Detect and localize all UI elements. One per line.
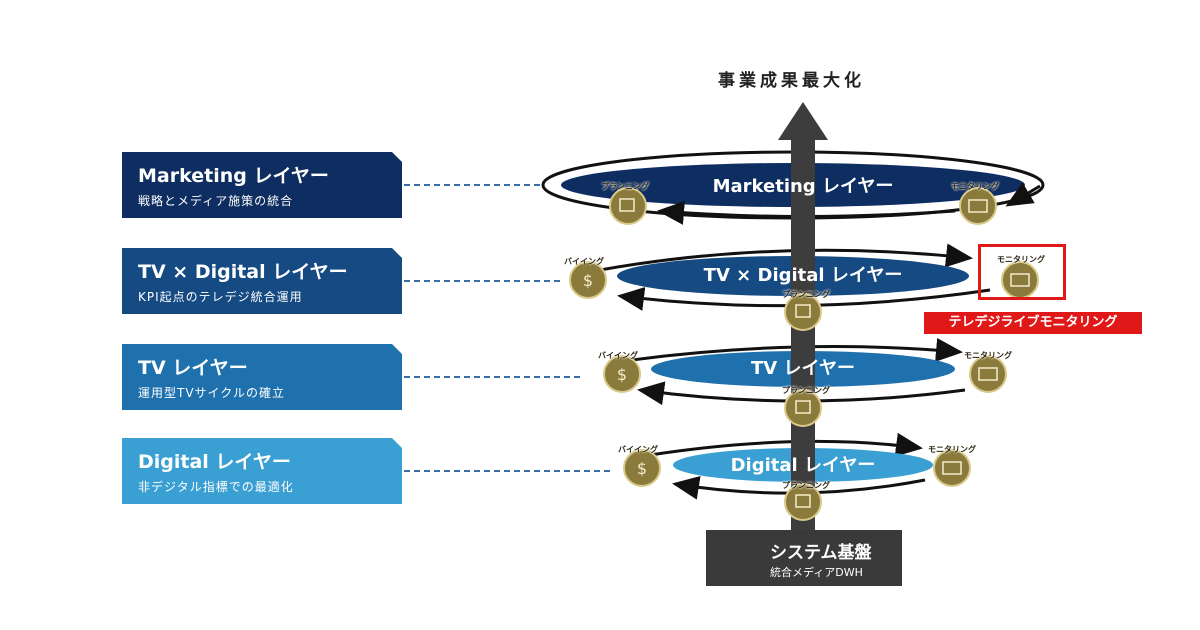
buying-coin	[623, 449, 661, 487]
buying-coin	[603, 355, 641, 393]
buying-coin	[569, 261, 607, 299]
layer-title: Digital レイヤー	[138, 451, 291, 473]
layer-title: TV × Digital レイヤー	[138, 261, 348, 283]
coin-caption-planning: プランニング	[782, 290, 830, 299]
layer-box-tv: TV レイヤー 運用型TVサイクルの確立	[122, 344, 402, 410]
coin-caption-planning: プランニング	[601, 182, 649, 191]
coin-caption-buying: バイイング	[564, 257, 604, 266]
central-arrow-head	[778, 102, 828, 140]
monitoring-coin	[933, 449, 971, 487]
disc-label-digital: Digital レイヤー	[730, 455, 876, 476]
central-arrow-shaft	[791, 138, 815, 534]
layer-box-digital: Digital レイヤー 非デジタル指標での最適化	[122, 438, 402, 504]
orbit-arrow	[599, 243, 973, 272]
highlight-tag: テレデジライブモニタリング	[924, 312, 1142, 334]
coin-caption-buying: バイイング	[598, 351, 638, 360]
svg-text:$: $	[637, 459, 647, 478]
svg-text:$: $	[583, 271, 593, 290]
monitoring-coin	[959, 187, 997, 225]
planning-coin	[609, 187, 647, 225]
coin-caption-monitoring: モニタリング	[964, 351, 1012, 360]
layer-box-marketing: Marketing レイヤー 戦略とメディア施策の統合	[122, 152, 402, 218]
goal-label: 事業成果最大化	[718, 71, 865, 91]
system-base-box: システム基盤 統合メディアDWH	[706, 530, 902, 586]
planning-coin	[784, 389, 822, 427]
orbit-arrow	[1005, 182, 1041, 207]
layer-subtitle: 戦略とメディア施策の統合	[138, 194, 294, 208]
coin-caption-buying: バイイング	[618, 445, 658, 454]
highlight-frame	[978, 244, 1066, 300]
coin-caption-planning: プランニング	[782, 386, 830, 395]
layer-subtitle: 運用型TVサイクルの確立	[138, 386, 285, 400]
layer-subtitle: 非デジタル指標での最適化	[138, 480, 294, 494]
layer-box-tv-digital: TV × Digital レイヤー KPI起点のテレデジ統合運用	[122, 248, 402, 314]
coin-caption-planning: プランニング	[782, 481, 830, 490]
disc-label-tv: TV レイヤー	[751, 358, 855, 379]
coin-caption-monitoring: モニタリング	[951, 182, 999, 191]
layer-title: Marketing レイヤー	[138, 165, 329, 187]
planning-coin	[784, 293, 822, 331]
svg-text:$: $	[617, 365, 627, 384]
coin-caption-monitoring: モニタリング	[928, 445, 976, 454]
disc-label-marketing: Marketing レイヤー	[712, 176, 894, 197]
coin-caption-monitoring: モニタリング	[997, 255, 1045, 264]
layer-title: TV レイヤー	[138, 357, 248, 379]
system-base-subtitle: 統合メディアDWH	[770, 566, 863, 579]
disc-label-tv-digital: TV × Digital レイヤー	[703, 265, 903, 286]
coins: $ $ $	[569, 187, 1039, 521]
layer-subtitle: KPI起点のテレデジ統合運用	[138, 290, 303, 304]
monitoring-coin	[969, 355, 1007, 393]
planning-coin	[784, 483, 822, 521]
system-base-title: システム基盤	[770, 543, 872, 563]
